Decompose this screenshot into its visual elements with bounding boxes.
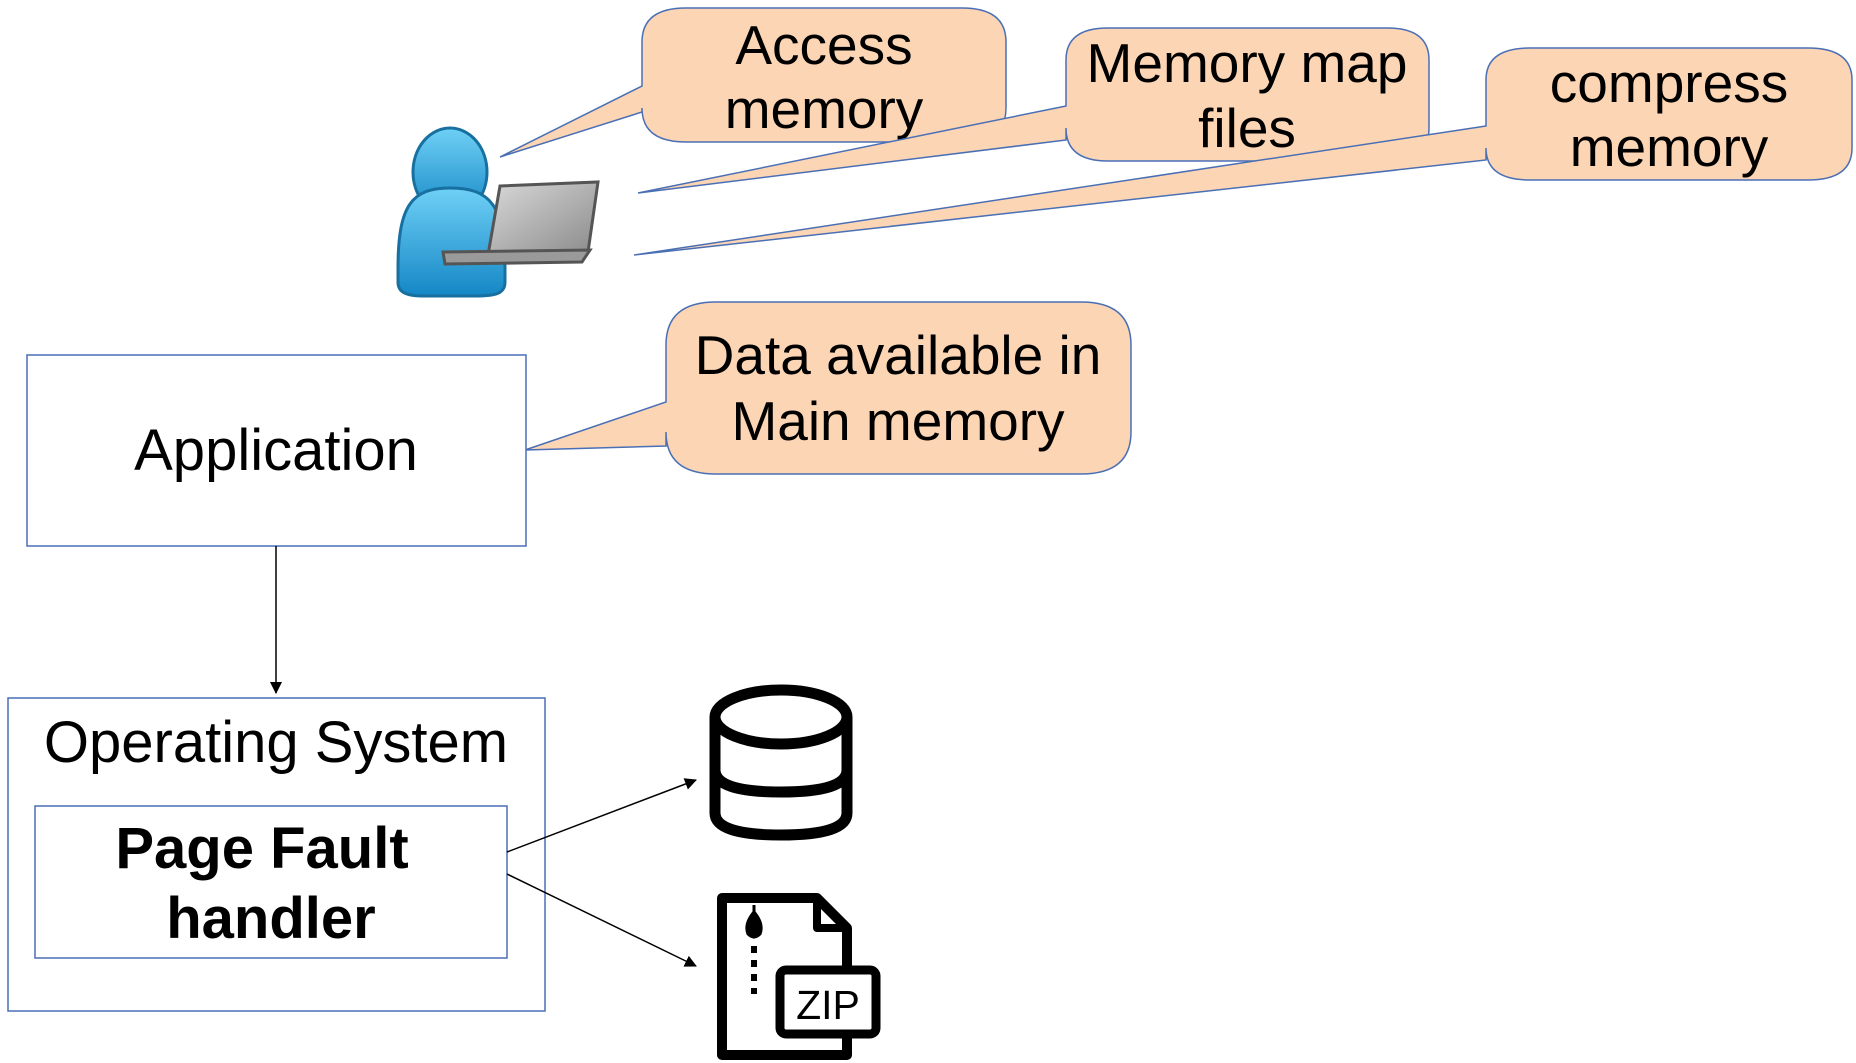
page-fault-label-line2: handler xyxy=(166,886,376,951)
arrow-to-database xyxy=(506,778,697,853)
arrow-to-zip xyxy=(506,873,697,967)
database-icon xyxy=(709,684,853,841)
callout-data-available-line1: Data available in xyxy=(695,324,1102,386)
callout-access-memory: Access memory xyxy=(499,7,1007,158)
page-fault-label-line1: Page Fault xyxy=(115,816,408,881)
callout-memory-map-files: Memory map files xyxy=(637,27,1430,194)
user-with-laptop-icon xyxy=(396,126,600,298)
zip-file-icon: ZIP xyxy=(717,893,881,1060)
callout-access-memory-line1: Access xyxy=(735,14,912,76)
application-label: Application xyxy=(134,418,418,483)
page-fault-handler-box: Page Fault handler xyxy=(34,805,508,959)
callout-compress-memory-line2: memory xyxy=(1570,116,1769,178)
callout-compress-memory-line1: compress xyxy=(1550,52,1788,114)
zip-label: ZIP xyxy=(796,982,860,1028)
callout-compress-memory: compress memory xyxy=(633,47,1853,256)
callout-memory-map-files-line1: Memory map xyxy=(1087,32,1408,94)
callout-access-memory-line2: memory xyxy=(725,78,924,140)
operating-system-label: Operating System xyxy=(44,710,508,775)
callout-data-available-line2: Main memory xyxy=(731,390,1065,452)
callout-data-available: Data available in Main memory xyxy=(524,301,1132,475)
application-box: Application xyxy=(26,354,527,547)
callout-memory-map-files-line2: files xyxy=(1198,97,1296,159)
